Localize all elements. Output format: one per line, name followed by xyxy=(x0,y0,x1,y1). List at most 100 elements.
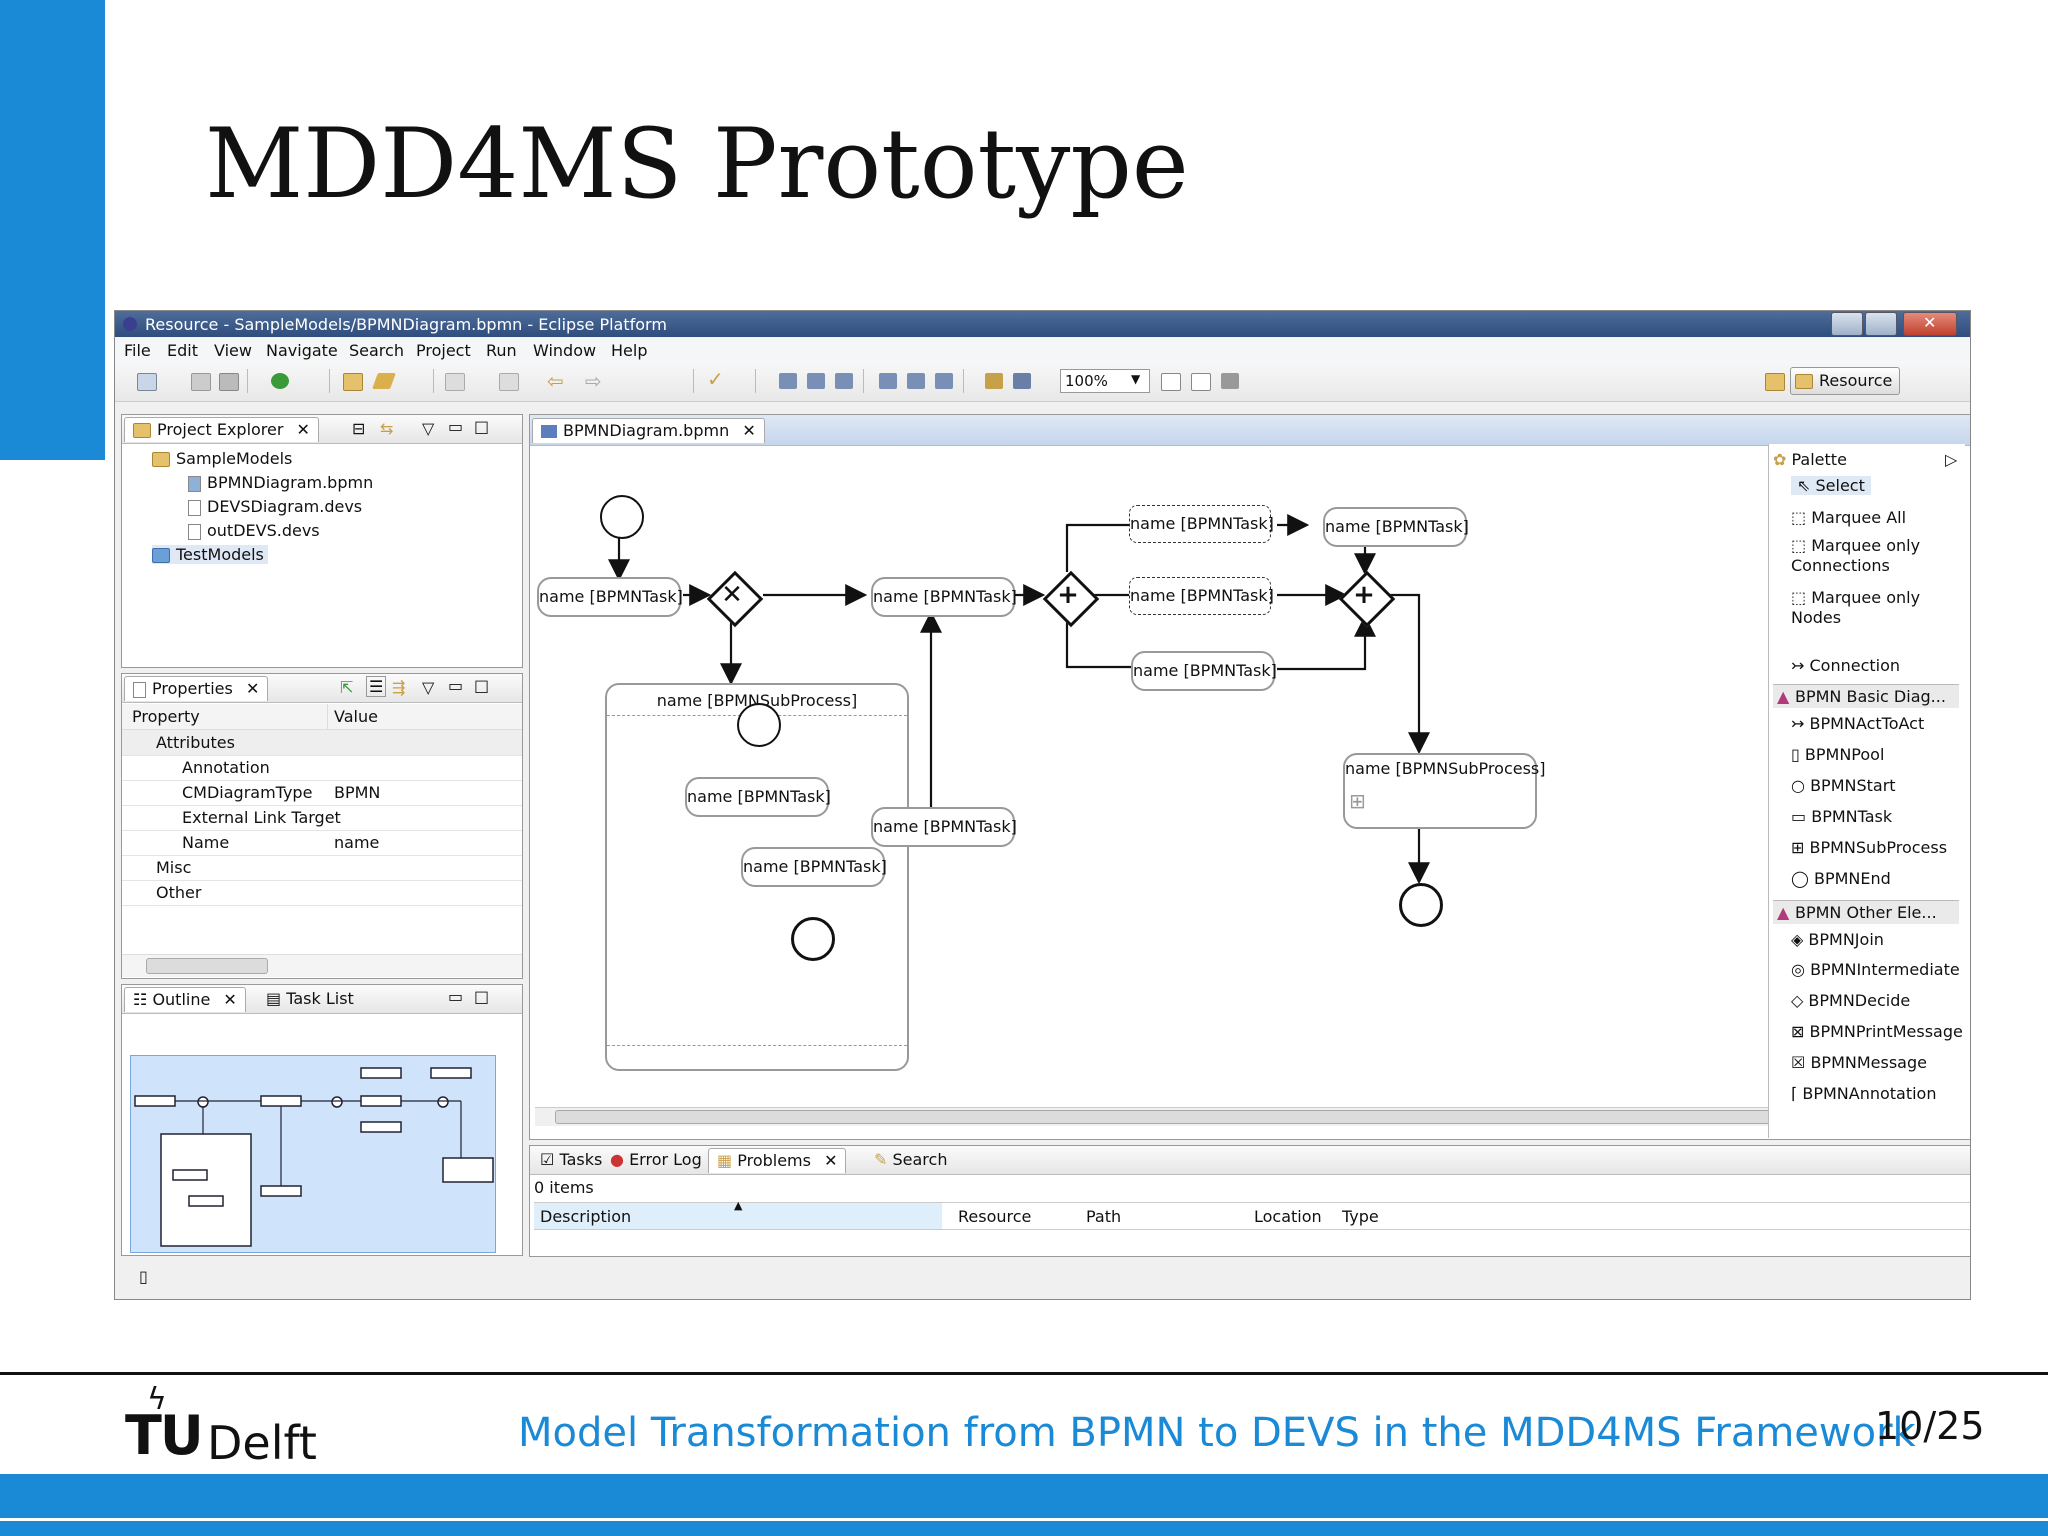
check-icon[interactable]: ✓ xyxy=(707,367,724,391)
bpmn-task[interactable]: name [BPMNTask] xyxy=(1131,651,1277,691)
filter-icon[interactable]: ⇶ xyxy=(392,678,406,697)
tree-item-samplemodels[interactable]: SampleModels xyxy=(152,449,292,468)
menu-run[interactable]: Run xyxy=(486,341,517,360)
bpmn-end-event[interactable] xyxy=(1399,883,1443,927)
maximize-button[interactable] xyxy=(1865,312,1897,336)
menu-navigate[interactable]: Navigate xyxy=(266,341,338,360)
col-location[interactable]: Location xyxy=(1254,1207,1322,1226)
bpmn-task[interactable]: name [BPMNTask] xyxy=(871,807,1017,847)
palette-item[interactable]: ◎ BPMNIntermediate xyxy=(1791,960,1960,979)
horizontal-scrollbar[interactable] xyxy=(122,954,522,977)
close-button[interactable]: ✕ xyxy=(1903,312,1957,336)
bpmn-task-selected[interactable]: name [BPMNTask] xyxy=(1129,577,1274,615)
scrollbar-thumb[interactable] xyxy=(555,1110,1857,1124)
link-editor-icon[interactable]: ⇆ xyxy=(380,419,394,438)
align-center-icon[interactable] xyxy=(807,373,825,389)
bpmn-subprocess[interactable]: name [BPMNSubProcess] ⊞ xyxy=(1343,753,1546,829)
palette-tool-marquee-nodes[interactable]: ⬚ Marquee only Nodes xyxy=(1791,588,1931,628)
print-icon[interactable] xyxy=(219,373,239,391)
tree-item-bpmndiagram[interactable]: BPMNDiagram.bpmn xyxy=(188,473,373,492)
outline-thumbnail[interactable] xyxy=(130,1055,496,1253)
palette-group-other[interactable]: ▲BPMN Other Ele... xyxy=(1773,900,1959,924)
palette-item[interactable]: ▭ BPMNTask xyxy=(1791,807,1892,826)
property-row[interactable]: Attributes xyxy=(122,730,522,756)
align-right-icon[interactable] xyxy=(835,373,853,389)
align-bottom-icon[interactable] xyxy=(935,373,953,389)
palette-item[interactable]: ○ BPMNStart xyxy=(1791,776,1896,795)
tree-item-devsdiagram[interactable]: DEVSDiagram.devs xyxy=(188,497,362,516)
snap-icon[interactable] xyxy=(1221,373,1239,389)
palette-item[interactable]: ⌈ BPMNAnnotation xyxy=(1791,1084,1936,1103)
menu-edit[interactable]: Edit xyxy=(167,341,198,360)
minimize-icon[interactable]: ▭ xyxy=(448,987,464,1006)
menu-project[interactable]: Project xyxy=(416,341,471,360)
back-icon[interactable]: ⇦ xyxy=(547,369,564,393)
tab-properties[interactable]: Properties ✕ xyxy=(124,676,269,701)
bpmn-task-selected[interactable]: name [BPMNTask] xyxy=(1129,505,1274,543)
col-resource[interactable]: Resource xyxy=(958,1207,1032,1226)
tab-search[interactable]: ✎ Search xyxy=(866,1148,955,1172)
palette-tool-select[interactable]: ⇖ Select xyxy=(1791,476,1871,495)
palette-item[interactable]: ◯ BPMNEnd xyxy=(1791,869,1891,888)
close-icon[interactable]: ✕ xyxy=(824,1151,838,1170)
match-width-icon[interactable] xyxy=(985,373,1003,389)
navigate2-icon[interactable] xyxy=(499,373,519,391)
new-icon[interactable] xyxy=(137,373,157,391)
bpmn-task[interactable]: name [BPMNTask] xyxy=(741,847,887,887)
maximize-icon[interactable]: □ xyxy=(474,417,490,436)
tab-error-log[interactable]: ● Error Log xyxy=(602,1148,710,1172)
bpmn-task[interactable]: name [BPMNTask] xyxy=(685,777,831,817)
palette-tool-connection[interactable]: ↣ Connection xyxy=(1791,656,1900,675)
pin-icon[interactable]: ⇱ xyxy=(340,678,354,697)
navigate-icon[interactable] xyxy=(445,373,465,391)
tab-problems[interactable]: ▦ Problems ✕ xyxy=(708,1148,847,1173)
tab-bpmndiagram[interactable]: BPMNDiagram.bpmn ✕ xyxy=(532,418,765,443)
palette-item[interactable]: ☒ BPMNMessage xyxy=(1791,1053,1927,1072)
bpmn-end-event[interactable] xyxy=(791,917,835,961)
palette-item[interactable]: ⊠ BPMNPrintMessage xyxy=(1791,1022,1963,1041)
scrollbar-thumb[interactable] xyxy=(146,958,268,974)
tree-item-outdevs[interactable]: outDEVS.devs xyxy=(188,521,320,540)
minimize-icon[interactable]: ▭ xyxy=(448,417,464,436)
close-icon[interactable]: ✕ xyxy=(742,421,756,440)
palette-item[interactable]: ◇ BPMNDecide xyxy=(1791,991,1910,1010)
menu-help[interactable]: Help xyxy=(611,341,648,360)
maximize-icon[interactable]: □ xyxy=(474,987,490,1006)
palette-item[interactable]: ▯ BPMNPool xyxy=(1791,745,1884,764)
fast-view-icon[interactable]: ▯ xyxy=(139,1267,148,1286)
grid-icon[interactable] xyxy=(1161,373,1181,391)
categories-icon[interactable]: ☰ xyxy=(366,676,387,697)
tree-item-testmodels[interactable]: TestModels xyxy=(152,545,268,564)
diagram-canvas[interactable]: name [BPMNTask] ✕ name [BPMNTask] + name… xyxy=(535,447,1875,1127)
zoom-select[interactable]: 100% ▼ xyxy=(1060,369,1150,393)
bpmn-start-event[interactable] xyxy=(737,703,781,747)
wand-icon[interactable] xyxy=(372,373,396,389)
tab-task-list[interactable]: ▤ Task List xyxy=(258,987,362,1011)
open-folder-icon[interactable] xyxy=(343,373,363,391)
forward-icon[interactable]: ⇨ xyxy=(585,369,602,393)
palette-tool-marquee-all[interactable]: ⬚ Marquee All xyxy=(1791,508,1906,527)
align-left-icon[interactable] xyxy=(779,373,797,389)
view-menu-icon[interactable]: ▽ xyxy=(422,678,435,697)
tab-tasks[interactable]: ☑ Tasks xyxy=(532,1148,610,1172)
tab-project-explorer[interactable]: Project Explorer ✕ xyxy=(124,417,319,442)
menu-window[interactable]: Window xyxy=(533,341,597,360)
palette-item[interactable]: ↣ BPMNActToAct xyxy=(1791,714,1924,733)
palette-tool-marquee-connections[interactable]: ⬚ Marquee only Connections xyxy=(1791,536,1931,576)
menu-view[interactable]: View xyxy=(214,341,252,360)
bpmn-start-event[interactable] xyxy=(600,495,644,539)
minimize-button[interactable] xyxy=(1831,312,1863,336)
property-row[interactable]: Annotation xyxy=(122,755,522,781)
palette-group-basic[interactable]: ▲BPMN Basic Diag... xyxy=(1773,684,1959,708)
view-menu-icon[interactable]: ▽ xyxy=(422,419,435,438)
open-perspective-icon[interactable] xyxy=(1765,373,1785,391)
palette-item[interactable]: ⊞ BPMNSubProcess xyxy=(1791,838,1947,857)
maximize-icon[interactable]: □ xyxy=(474,676,490,695)
diagram-horizontal-scrollbar[interactable] xyxy=(535,1107,1875,1126)
close-icon[interactable]: ✕ xyxy=(245,679,260,698)
property-row[interactable]: Misc xyxy=(122,855,522,881)
property-row[interactable]: Other xyxy=(122,880,522,906)
menu-file[interactable]: File xyxy=(124,341,151,360)
